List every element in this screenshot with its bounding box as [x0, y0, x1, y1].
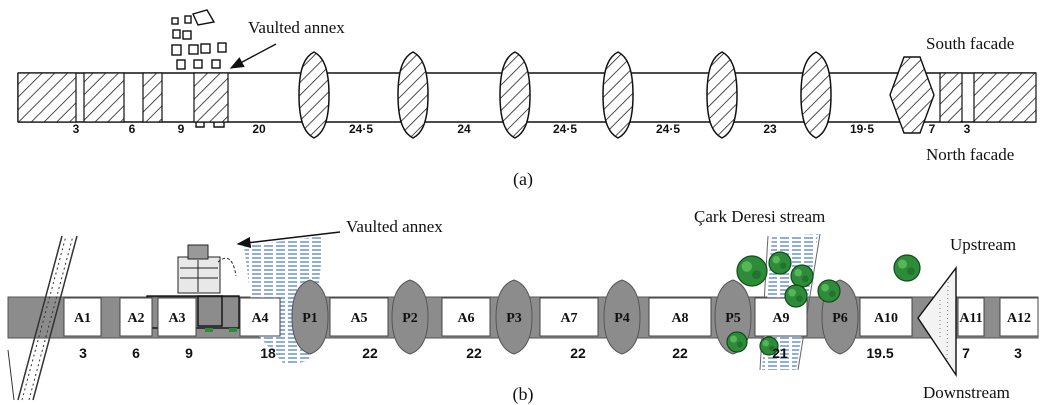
- span-label-a: 6: [129, 122, 136, 136]
- arch-label: A6: [457, 311, 474, 326]
- span-label-a: 7: [929, 122, 936, 136]
- span-label-b: 18: [260, 345, 276, 361]
- span-label-a: 24: [457, 122, 471, 136]
- pier-p2: [391, 279, 429, 355]
- trees: [726, 251, 921, 356]
- arch-label: A8: [671, 311, 688, 326]
- span-label-a: 20: [252, 122, 266, 136]
- arches-b: A1 A2 A3 A4 A5 A6 A7 A8 A9 A10 A11 A12: [63, 297, 1039, 337]
- spans-a: 3 6 9 20 24·5 24 24·5 24·5 23 19·5 7 3: [73, 122, 971, 136]
- tree-icon: [736, 255, 768, 287]
- caption-a: (a): [513, 169, 533, 190]
- upstream-label: Upstream: [950, 235, 1016, 254]
- tree-icon: [790, 264, 814, 288]
- pier-p4: [603, 279, 641, 355]
- span-label-b: 19.5: [866, 345, 893, 361]
- span-label-b: 22: [672, 345, 688, 361]
- piers-a: [298, 51, 832, 139]
- arch-opening-a11: [957, 297, 985, 337]
- span-label-b: 3: [79, 345, 87, 361]
- span-label-b: 3: [1014, 345, 1022, 361]
- north-facade-label: North facade: [926, 145, 1014, 164]
- span-label-a: 24·5: [553, 122, 577, 136]
- pier-label: P6: [832, 311, 848, 326]
- annex-label-a: Vaulted annex: [248, 18, 345, 37]
- arch-label: A7: [560, 311, 577, 326]
- span-label-b: 6: [132, 345, 140, 361]
- span-label-b: 9: [185, 345, 193, 361]
- annex-label-b: Vaulted annex: [346, 217, 443, 236]
- span-label-b: 22: [362, 345, 378, 361]
- span-label-b: 21: [772, 345, 788, 361]
- annex-rooms-sketch: [171, 9, 227, 128]
- arch-label: A1: [74, 311, 91, 326]
- tree-icon: [759, 336, 779, 356]
- figure-b-plan: A1 A2 A3 A4 A5 A6 A7 A8 A9 A10 A11 A12 P1 P2 P3 P4 P5 P6…: [7, 207, 1039, 405]
- arrow-icon: [236, 231, 341, 249]
- span-label-a: 3: [73, 122, 80, 136]
- arch-opening-a2: [119, 297, 153, 337]
- figure-a-plan: Vaulted annex South facade North facade …: [17, 9, 1037, 190]
- tree-icon: [768, 251, 792, 275]
- pier-label: P5: [725, 311, 741, 326]
- arch-label: A9: [772, 311, 789, 326]
- span-label-a: 9: [178, 122, 185, 136]
- arch-label: A4: [251, 311, 268, 326]
- stream-label: Çark Deresi stream: [694, 207, 825, 226]
- arrow-icon: [229, 43, 277, 69]
- annex-sketch-b: [146, 244, 240, 332]
- pier-label: P1: [302, 311, 318, 326]
- arch-opening-a4: [239, 297, 281, 337]
- span-label-a: 24·5: [656, 122, 680, 136]
- arch-label: A11: [959, 311, 982, 326]
- pier-p3: [495, 279, 533, 355]
- pier-label: P4: [614, 311, 630, 326]
- arch-opening-a8: [648, 297, 712, 337]
- pier-p1: [291, 279, 329, 355]
- arch-opening-a12: [999, 297, 1039, 337]
- tree-icon: [784, 284, 808, 308]
- pier-a-4: [602, 51, 634, 139]
- arch-opening-a6: [441, 297, 491, 337]
- arch-opening-a1: [63, 297, 102, 337]
- railway-track: [7, 235, 78, 401]
- pier-a-1: [298, 51, 330, 139]
- arch-label: A10: [874, 311, 898, 326]
- pier-label: P3: [506, 311, 522, 326]
- arch-opening-a5: [329, 297, 389, 337]
- arch-label: A3: [168, 311, 185, 326]
- span-label-b: 7: [962, 345, 970, 361]
- span-label-a: 19·5: [850, 122, 874, 136]
- arch-label: A2: [127, 311, 144, 326]
- span-label-b: 22: [570, 345, 586, 361]
- downstream-label: Downstream: [923, 383, 1010, 402]
- arch-opening-a7: [539, 297, 599, 337]
- tree-icon: [817, 279, 841, 303]
- caption-b: (b): [513, 384, 534, 405]
- span-label-a: 24·5: [349, 122, 373, 136]
- pier-a-5: [706, 51, 738, 139]
- pier-p7-cutwater: [917, 265, 957, 378]
- pier-label: P2: [402, 311, 418, 326]
- span-label-b: 22: [466, 345, 482, 361]
- arch-label: A12: [1007, 311, 1031, 326]
- tree-icon: [893, 254, 921, 282]
- span-label-a: 3: [964, 122, 971, 136]
- span-label-a: 23: [763, 122, 777, 136]
- spans-b: 3 6 9 18 22 22 22 22 21 19.5 7 3: [79, 345, 1022, 361]
- arch-opening-a3: [157, 297, 197, 337]
- arch-label: A5: [350, 311, 367, 326]
- arch-opening-a10: [859, 297, 913, 337]
- tree-icon: [726, 331, 748, 353]
- pier-a-6: [800, 51, 832, 139]
- pier-a-2: [397, 51, 429, 139]
- south-facade-label: South facade: [926, 34, 1014, 53]
- pier-a-3: [499, 51, 531, 139]
